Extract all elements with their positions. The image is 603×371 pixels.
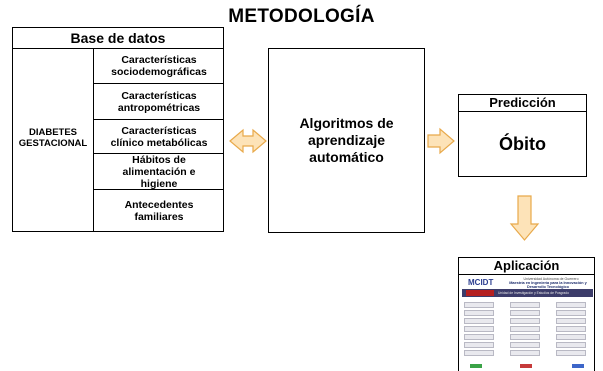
app-button-green: [470, 364, 482, 368]
db-item-line: familiares: [134, 211, 184, 223]
db-item-line: antropométricas: [117, 101, 201, 114]
app-form-field: [510, 302, 540, 308]
app-logo: MCIDT: [468, 278, 494, 287]
database-header: Base de datos: [12, 27, 224, 49]
db-item-line: clínico metabólicas: [110, 136, 208, 149]
app-form-field: [510, 318, 540, 324]
app-program-title: Maestría en Ingeniería para la Innovació…: [509, 281, 587, 289]
db-item-habits: Hábitos de alimentación e higiene: [94, 154, 224, 190]
app-nav-accent: [466, 290, 494, 296]
db-item-family-history: Antecedentes familiares: [94, 190, 224, 232]
app-form-area: [462, 300, 593, 360]
app-form-field: [556, 318, 586, 324]
app-form-field: [464, 350, 494, 356]
down-arrow-icon: [509, 195, 540, 241]
db-item-line: higiene: [140, 177, 178, 190]
db-item-clinical-metabolic: Características clínico metabólicas: [94, 120, 224, 154]
app-button-blue: [572, 364, 584, 368]
prediction-value: Óbito: [458, 112, 587, 177]
app-form-field: [556, 326, 586, 332]
db-item-line: Características: [121, 53, 197, 66]
app-form-field: [464, 310, 494, 316]
db-item-sociodemographic: Características sociodemográficas: [94, 48, 224, 84]
app-form-field: [556, 350, 586, 356]
app-university-title: Universidad Autónoma de Guerrero: [523, 277, 579, 281]
app-form-field: [464, 318, 494, 324]
side-label-line1: DIABETES: [28, 127, 78, 138]
app-nav-text: Unidad de Investigación y Estudios de Po…: [498, 291, 569, 295]
diabetes-gestacional-label: DIABETES GESTACIONAL: [12, 127, 94, 149]
app-form-field: [556, 342, 586, 348]
db-item-anthropometric: Características antropométricas: [94, 84, 224, 120]
side-label-line2: GESTACIONAL: [18, 138, 88, 149]
app-form-field: [464, 326, 494, 332]
algorithms-line: Algoritmos de: [299, 115, 394, 131]
app-form-field: [464, 334, 494, 340]
app-form-field: [556, 302, 586, 308]
prediction-header: Predicción: [458, 94, 587, 112]
app-form-field: [464, 302, 494, 308]
algorithms-line: aprendizaje: [307, 132, 386, 148]
algorithms-block: Algoritmos de aprendizaje automático: [268, 48, 425, 233]
app-button-red: [520, 364, 532, 368]
algorithms-line: automático: [309, 149, 384, 165]
app-form-field: [510, 334, 540, 340]
app-nav-bar: [462, 289, 593, 297]
db-item-line: Características: [121, 124, 197, 137]
application-header: Aplicación: [458, 257, 595, 275]
page-title: METODOLOGÍA: [228, 6, 375, 27]
app-form-field: [510, 310, 540, 316]
app-form-field: [556, 334, 586, 340]
db-item-line: Antecedentes: [124, 199, 194, 211]
db-item-line: alimentación e: [122, 165, 196, 178]
app-form-field: [510, 350, 540, 356]
db-item-line: Hábitos de: [132, 153, 186, 166]
app-form-field: [510, 326, 540, 332]
database-block: [12, 27, 224, 232]
db-item-line: sociodemográficas: [111, 65, 207, 78]
db-item-line: Características: [121, 89, 197, 102]
app-form-field: [464, 342, 494, 348]
double-arrow-icon: [229, 128, 267, 154]
right-arrow-icon: [427, 127, 455, 155]
app-form-field: [556, 310, 586, 316]
app-form-field: [510, 342, 540, 348]
database-side-column: [12, 48, 94, 232]
